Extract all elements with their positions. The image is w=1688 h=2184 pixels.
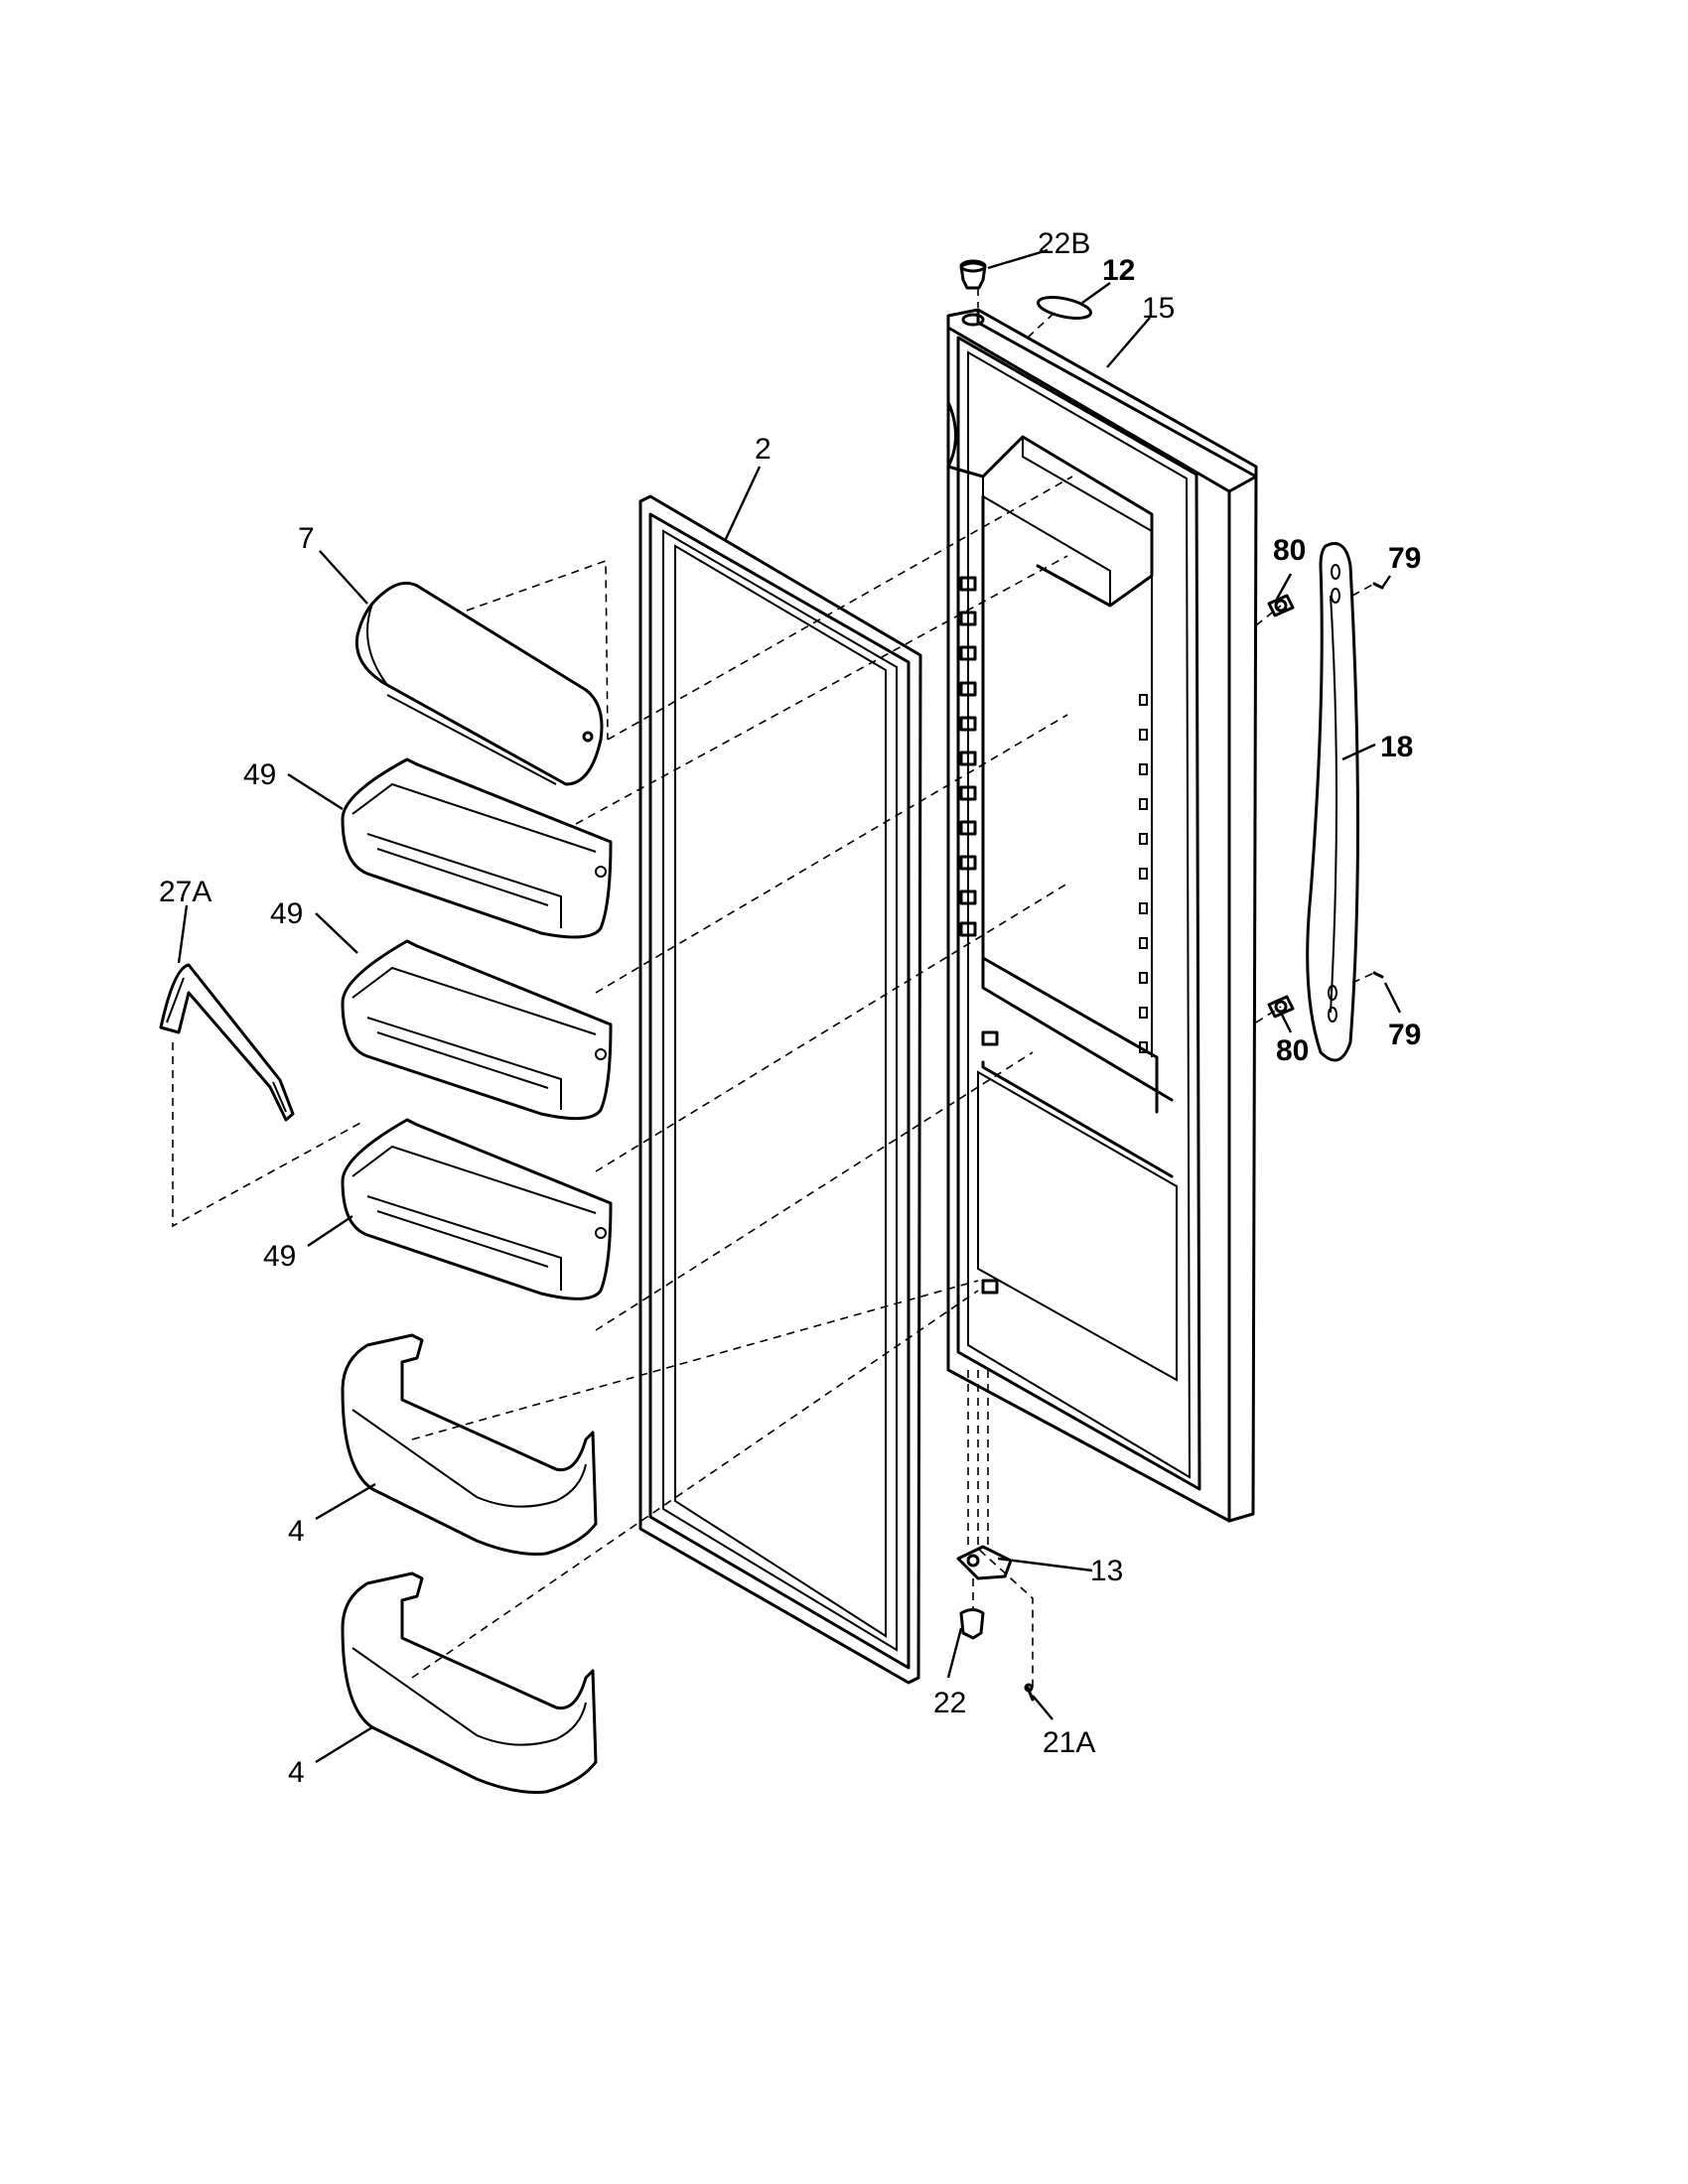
bottom-hinge-bushing	[959, 1608, 985, 1640]
callout-15: 15	[1142, 292, 1175, 325]
callout-18: 18	[1380, 731, 1413, 763]
callout-49-upper: 49	[243, 758, 276, 791]
callout-12: 12	[1102, 254, 1135, 287]
callout-27a: 27A	[159, 876, 211, 908]
callout-21a: 21A	[1043, 1726, 1095, 1759]
callout-4-upper: 4	[288, 1515, 305, 1548]
callout-49-middle: 49	[270, 897, 303, 930]
callout-4-lower: 4	[288, 1756, 305, 1789]
callout-80-top: 80	[1273, 534, 1306, 567]
door-bin-lower	[341, 1118, 613, 1300]
assembly-guide-lines	[172, 288, 1375, 1688]
door-shelf-lower	[341, 1571, 598, 1794]
door-handle	[1306, 542, 1359, 1062]
callout-49-lower: 49	[263, 1240, 296, 1273]
bottom-hinge-bracket	[956, 1545, 1013, 1580]
door-bin-middle	[341, 939, 613, 1121]
top-hinge-bushing	[959, 259, 987, 290]
callout-13: 13	[1090, 1555, 1123, 1587]
callout-2: 2	[755, 433, 772, 466]
door-shelf-upper	[341, 1333, 598, 1556]
dairy-bin-cover	[354, 581, 604, 786]
callout-22: 22	[933, 1687, 966, 1719]
callout-80-bottom: 80	[1276, 1034, 1309, 1067]
door-gasket	[638, 494, 922, 1685]
dairy-door-handle-27a	[159, 963, 295, 1122]
callout-79-top: 79	[1388, 542, 1421, 575]
callout-22b: 22B	[1038, 227, 1090, 260]
handle-set-screws	[1372, 582, 1384, 979]
callout-leader-lines	[177, 248, 1402, 1764]
callout-79-bottom: 79	[1388, 1019, 1421, 1051]
hinge-cover-gasket	[1037, 296, 1092, 320]
hinge-screw	[1024, 1683, 1035, 1702]
callout-labels: 22B 12 15 2 7 80 79 18 49 27A 49 80 79 4…	[159, 227, 1421, 1789]
door-bin-upper	[341, 757, 613, 939]
door-outer-panel	[946, 308, 1258, 1523]
shelf-retainer-nubs	[959, 576, 1148, 1295]
callout-7: 7	[298, 522, 315, 555]
